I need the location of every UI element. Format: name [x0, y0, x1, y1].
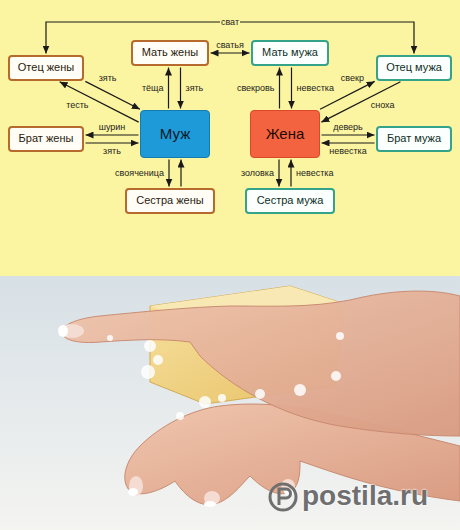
foam-bubble	[331, 371, 341, 381]
kin-box: Брат мужа	[376, 126, 452, 152]
kin-name: Брат жены	[19, 132, 74, 145]
kin-arrow	[85, 81, 140, 109]
foam-bubble	[218, 394, 226, 402]
relation-label: свекр	[340, 73, 365, 83]
kin-name: Отец мужа	[386, 61, 442, 74]
foam	[107, 332, 344, 420]
relation-label: невестка	[328, 146, 367, 156]
foam-bubble	[153, 355, 163, 365]
kin-box: Отец мужа	[376, 55, 452, 81]
kin-name: Сестра мужа	[257, 194, 324, 207]
foam-bubble	[176, 412, 184, 420]
photo-ground	[0, 276, 460, 530]
kin-name: Мать жены	[142, 46, 198, 59]
kin-box: Мать жены	[131, 40, 209, 66]
kin-arrow	[168, 68, 169, 109]
kin-name: Мать мужа	[262, 46, 318, 59]
relation-label: сватья	[215, 40, 245, 50]
kin-arrow	[211, 52, 250, 53]
kin-arrow	[322, 134, 375, 135]
relation-label: тёща	[141, 83, 165, 93]
kin-arrow	[180, 160, 181, 187]
kin-arrow	[86, 142, 139, 143]
kin-arrow	[291, 68, 292, 109]
kin-box: Муж	[140, 110, 210, 158]
kin-arrow	[290, 160, 291, 187]
watermark-logo-mark	[279, 489, 291, 505]
foam-bubble	[141, 365, 155, 379]
foam-bubble	[144, 340, 156, 352]
kin-arrow	[279, 68, 280, 109]
foam-bubble	[336, 332, 344, 340]
relation-label: деверь	[332, 122, 364, 132]
relation-label: свояченица	[114, 168, 165, 178]
kin-box: Мать мужа	[251, 40, 329, 66]
kinship-panel: Отец жены Мать жены Мать мужаОтец мужаБрат…	[0, 0, 460, 276]
kin-name: Муж	[160, 125, 190, 143]
relation-label: сват	[220, 17, 240, 27]
kin-arrow	[180, 68, 181, 109]
nails	[58, 324, 295, 507]
relation-label: невестка	[296, 83, 335, 93]
foam-bubble	[294, 384, 306, 396]
relation-label: шурин	[98, 122, 127, 132]
kin-arrow	[86, 134, 139, 135]
kin-name: Сестра жены	[136, 194, 203, 207]
foam-bubble	[199, 396, 211, 408]
relation-label: свекровь	[236, 83, 276, 93]
kin-box: Сестра жены	[125, 188, 215, 214]
kin-name: Отец жены	[18, 61, 74, 74]
relation-label: зять	[98, 73, 118, 83]
watermark: postila.ru	[302, 480, 428, 512]
relation-label: зять	[185, 83, 205, 93]
relation-label: золовка	[240, 168, 275, 178]
nail	[129, 476, 143, 496]
kin-box: Брат жены	[8, 126, 84, 152]
kin-box: Сестра мужа	[245, 188, 335, 214]
kin-arrow	[278, 160, 279, 187]
kin-arrow	[168, 160, 169, 187]
relation-label: тесть	[65, 100, 89, 110]
foam-bubble	[107, 335, 113, 341]
kin-arrow	[322, 142, 375, 143]
kin-box: Отец жены	[8, 55, 84, 81]
relation-label: сноха	[370, 100, 396, 110]
foam-bubble	[255, 389, 265, 399]
kin-arrow	[60, 82, 139, 122]
watermark-logo	[270, 484, 296, 510]
relation-label: невестка	[295, 168, 334, 178]
kin-name: Жена	[266, 125, 305, 143]
nail-tip	[204, 501, 216, 507]
kin-name: Брат мужа	[387, 132, 441, 145]
upper-hand	[62, 291, 460, 436]
nail-tip	[128, 488, 138, 496]
kin-box: Жена	[250, 110, 320, 158]
relation-label: зять	[102, 146, 122, 156]
nail-tip	[58, 325, 68, 337]
